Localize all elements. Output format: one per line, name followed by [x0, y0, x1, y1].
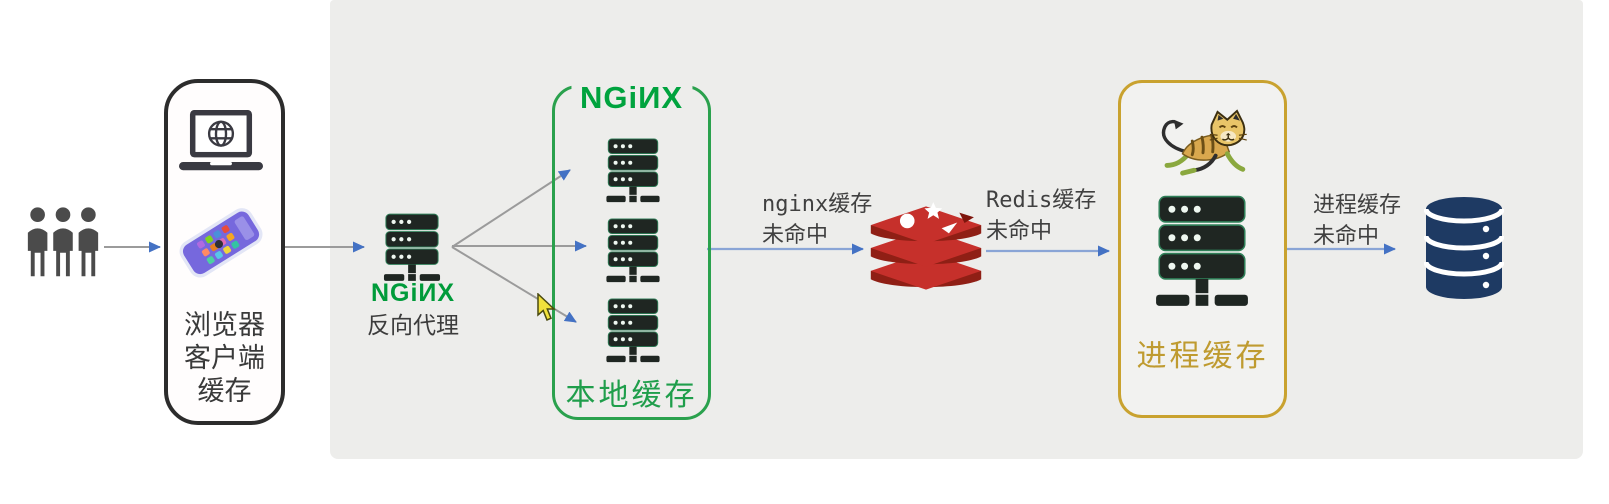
client-label-line3: 缓存 — [197, 376, 252, 406]
nginx-logo: NGiИX — [370, 279, 456, 307]
local-cache-label: 本地缓存 — [565, 379, 698, 412]
redis-icon — [868, 198, 984, 298]
client-cache-label: 浏览器 客户端 缓存 — [168, 309, 281, 408]
process-cache-label: 进程缓存 — [1136, 340, 1269, 373]
client-label-line2: 客户端 — [184, 343, 265, 373]
label-line: 未命中 — [1313, 224, 1380, 249]
mouse-cursor-icon — [537, 293, 556, 322]
nginx-logo: NGiИX — [570, 82, 693, 114]
server-icon — [604, 298, 662, 364]
label-line: 进程缓存 — [1313, 193, 1402, 218]
label-process-cache-miss: 进程缓存 未命中 — [1313, 190, 1401, 252]
process-cache-box: 进程缓存 — [1118, 80, 1287, 418]
server-icon — [1154, 195, 1250, 309]
server-icon — [604, 138, 662, 204]
label-line: 未命中 — [762, 223, 829, 248]
client-label-line1: 浏览器 — [184, 310, 265, 340]
label-nginx-cache-miss: nginx缓存 未命中 — [762, 189, 872, 251]
server-icon — [383, 213, 441, 283]
label-redis-cache-miss: Redis缓存 未命中 — [986, 185, 1096, 247]
reverse-proxy-label: 反向代理 — [367, 312, 459, 338]
local-cache-box: NGiИX 本地缓存 — [552, 82, 711, 420]
laptop-browser-icon — [179, 109, 263, 173]
smartphone-icon — [175, 193, 267, 291]
database-icon — [1424, 194, 1504, 304]
users-icon — [22, 204, 104, 284]
label-line: nginx缓存 — [762, 192, 873, 217]
server-icon — [604, 218, 662, 284]
tomcat-icon — [1153, 109, 1251, 179]
label-line: 未命中 — [986, 219, 1053, 244]
client-cache-box: 浏览器 客户端 缓存 — [164, 79, 285, 425]
label-line: Redis缓存 — [986, 188, 1097, 213]
